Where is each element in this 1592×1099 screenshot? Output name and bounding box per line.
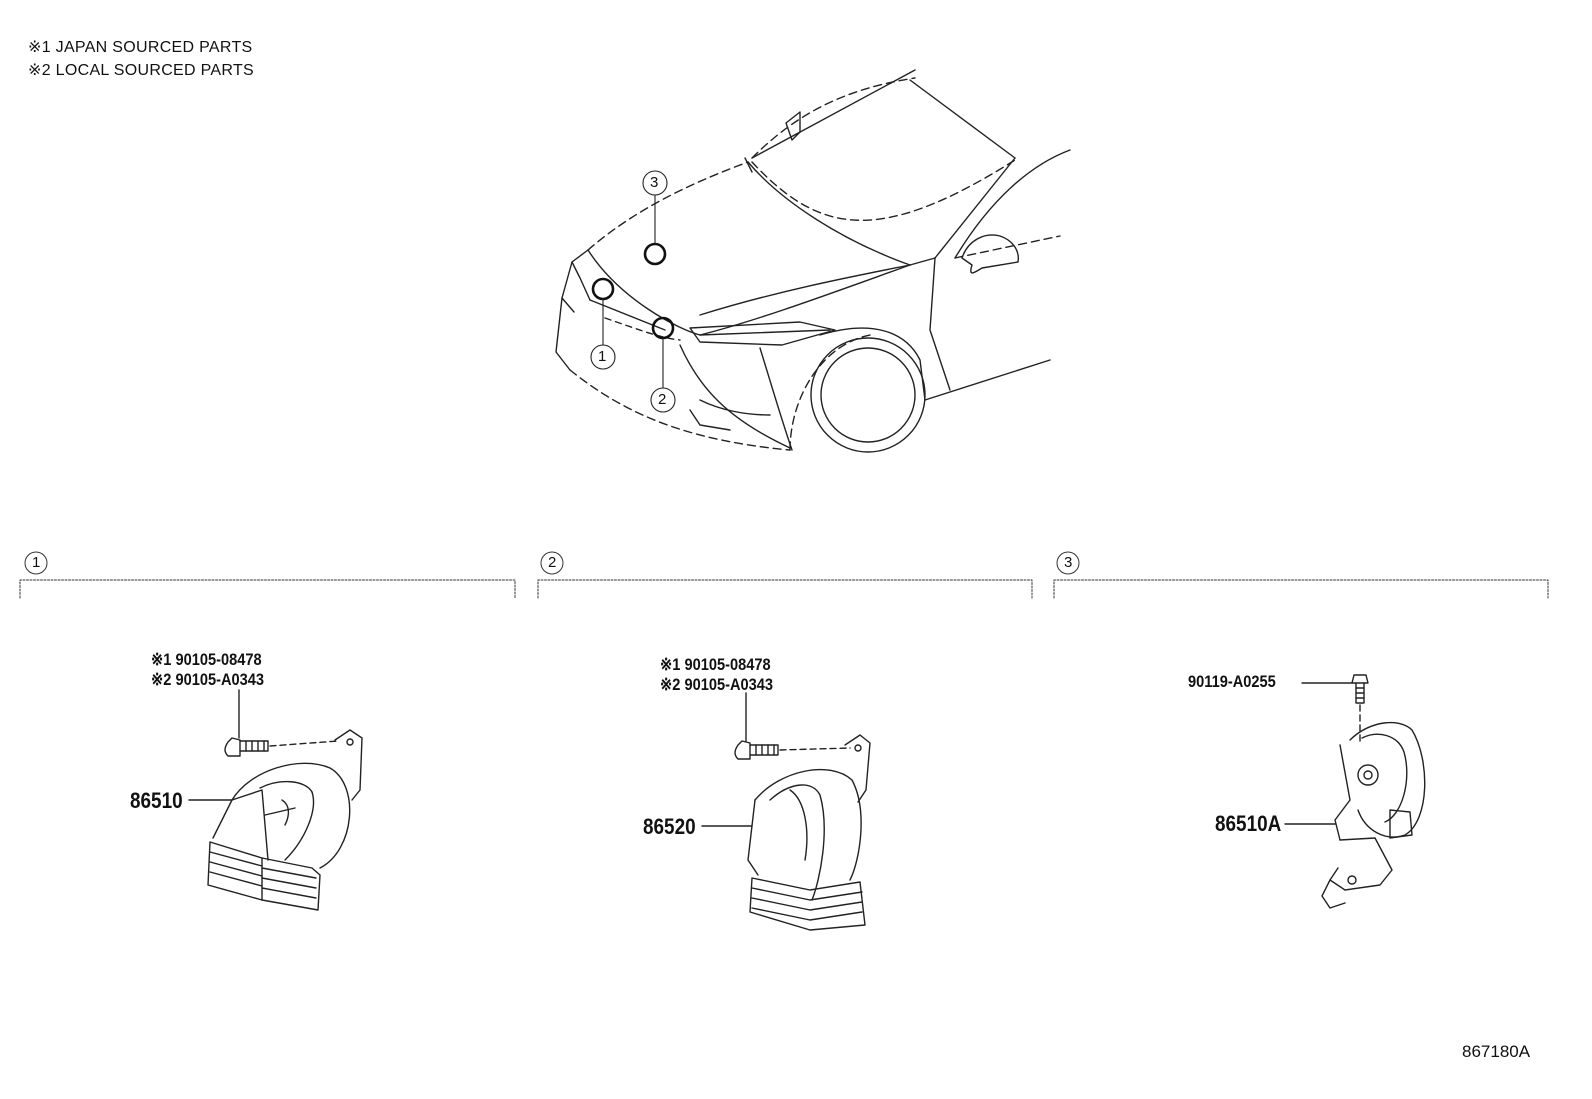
section-3-circle xyxy=(1056,551,1080,575)
bolt-icon-section-2 xyxy=(734,740,779,760)
horn-location-marker-2 xyxy=(651,316,675,340)
callout-circle-2 xyxy=(650,387,676,413)
section-3-bracket xyxy=(1053,579,1549,599)
note-japan-sourced: ※1 JAPAN SOURCED PARTS xyxy=(28,39,253,56)
bolt-part-number-japan-1: ※1 90105-08478 xyxy=(151,650,262,669)
callout-circle-3 xyxy=(642,170,668,196)
bolt-part-number-local-1: ※2 90105-A0343 xyxy=(151,670,265,689)
note-local-sourced: ※2 LOCAL SOURCED PARTS xyxy=(28,62,254,79)
bolt-part-number-local-2: ※2 90105-A0343 xyxy=(660,675,774,694)
section-number-2: 2 xyxy=(548,554,557,571)
horn-part-number-86520: 86520 xyxy=(643,814,696,839)
bolt-icon-section-3 xyxy=(1351,674,1369,704)
horn-86510a-drawing xyxy=(1284,674,1426,909)
horn-location-marker-1 xyxy=(591,277,615,301)
horn-86510-drawing xyxy=(188,689,363,911)
callout-number-2: 2 xyxy=(658,391,667,408)
section-number-1: 1 xyxy=(32,554,41,571)
section-number-3: 3 xyxy=(1064,554,1073,571)
horn-part-number-86510a: 86510A xyxy=(1215,811,1282,836)
horn-part-number-86510: 86510 xyxy=(130,788,183,813)
section-2-bracket xyxy=(537,579,1033,599)
section-1-circle xyxy=(24,551,48,575)
callout-number-1: 1 xyxy=(598,348,607,365)
bolt-icon-section-1 xyxy=(224,737,269,757)
section-1-bracket xyxy=(19,579,516,599)
callout-number-3: 3 xyxy=(650,174,659,191)
bolt-part-number-japan-2: ※1 90105-08478 xyxy=(660,655,771,674)
section-2-circle xyxy=(540,551,564,575)
diagram-reference-number: 867180A xyxy=(1462,1042,1531,1061)
car-illustration xyxy=(555,69,1071,453)
callout-circle-1 xyxy=(590,344,616,370)
bolt-part-number-3: 90119-A0255 xyxy=(1188,672,1276,691)
horn-86520-drawing xyxy=(701,692,871,931)
horn-location-marker-3 xyxy=(643,242,667,266)
